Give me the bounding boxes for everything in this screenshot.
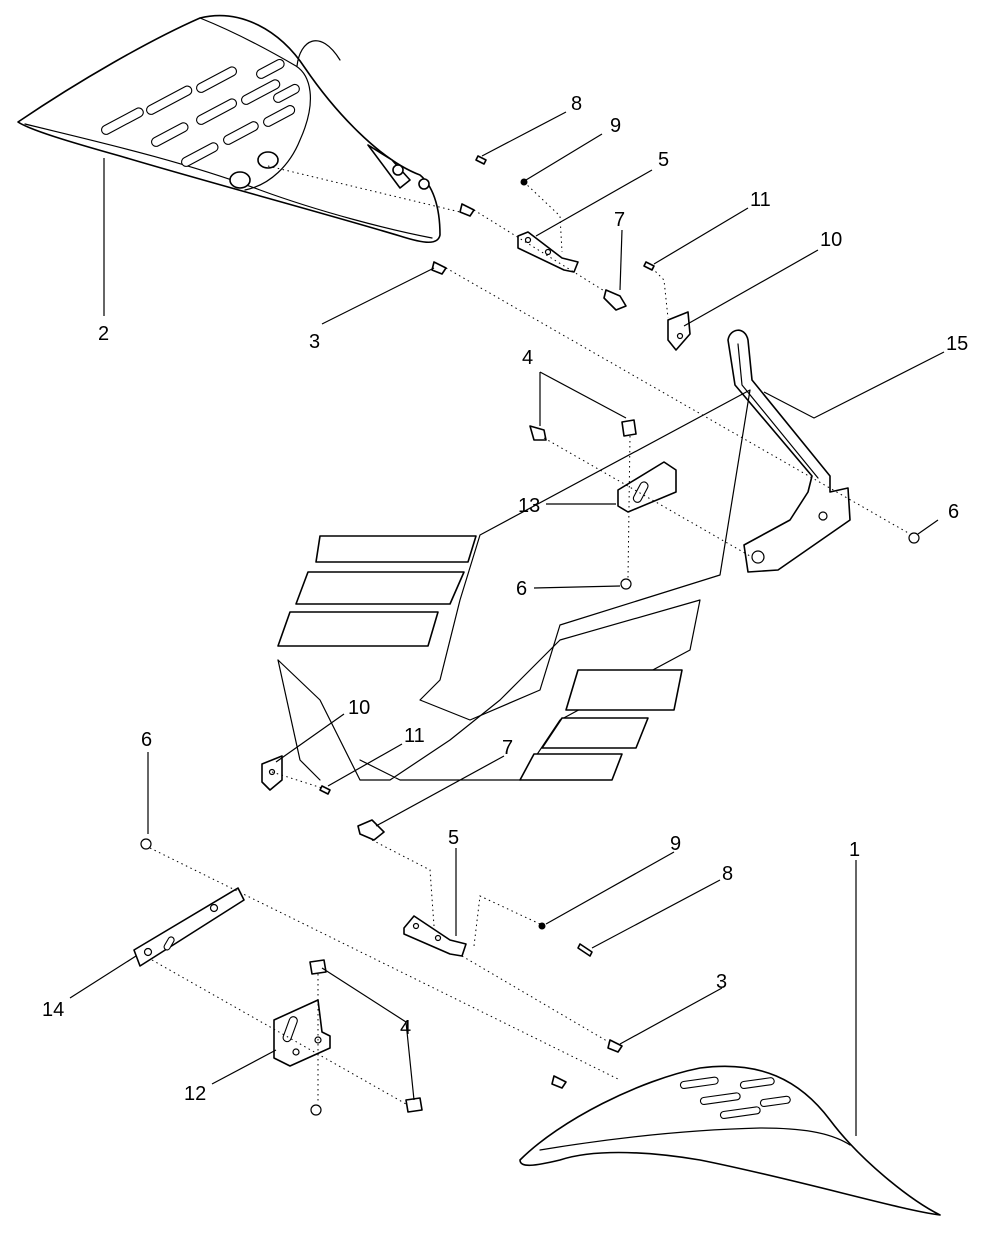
- part-7-lower-pin: [357, 819, 385, 841]
- callout-8-lower: 8: [722, 863, 733, 885]
- part-5-upper-strap: [517, 231, 579, 273]
- callout-4-upper: 4: [522, 347, 533, 369]
- callout-9-upper: 9: [610, 115, 621, 137]
- part-4-bolt-b: [621, 419, 637, 437]
- callout-5-upper: 5: [658, 149, 669, 171]
- part-6-nut-b: [908, 532, 920, 544]
- part-1-lower-shield: [519, 1065, 941, 1216]
- leader-lines: [69, 111, 945, 1136]
- part-10-upper-clip: [667, 311, 691, 351]
- callout-1: 1: [849, 839, 860, 861]
- part-8-lower-screw: [577, 943, 593, 957]
- part-11-upper-screw: [643, 261, 655, 271]
- callout-11-lower: 11: [404, 725, 425, 747]
- callout-2: 2: [98, 323, 109, 345]
- callout-3-lower: 3: [716, 971, 727, 993]
- part-3-bolt-c: [607, 1039, 623, 1053]
- callout-12: 12: [184, 1083, 206, 1105]
- callout-7-upper: 7: [614, 209, 625, 231]
- callout-10-lower: 10: [348, 697, 370, 719]
- frame-outline: [277, 389, 751, 781]
- part-2-upper-shield: [17, 14, 441, 244]
- callout-5-lower: 5: [448, 827, 459, 849]
- callout-10-upper: 10: [820, 229, 842, 251]
- part-5-lower-strap: [403, 915, 467, 957]
- callout-7-lower: 7: [502, 737, 513, 759]
- part-14-flat-bar: [133, 887, 245, 967]
- hardware: [140, 155, 920, 1116]
- callout-4-lower: 4: [400, 1017, 411, 1039]
- callout-13: 13: [518, 495, 540, 517]
- part-4-bolt-a: [529, 425, 547, 441]
- callout-8-upper: 8: [571, 93, 582, 115]
- assembly-lines: [149, 165, 911, 1105]
- part-4-bolt-c: [309, 959, 327, 975]
- part-8-upper-screw: [475, 155, 487, 165]
- part-3-bolt-d: [551, 1075, 567, 1089]
- part-11-lower-screw: [319, 785, 331, 795]
- part-9-lower-washer: [538, 922, 546, 930]
- part-6-nut-a: [620, 578, 632, 590]
- part-4-bolt-d: [405, 1097, 423, 1113]
- callout-6-right: 6: [948, 501, 959, 523]
- callout-9-lower: 9: [670, 833, 681, 855]
- part-15-handle-bracket: [727, 329, 851, 573]
- part-3-bolt-a: [459, 203, 475, 217]
- part-3-bolt-b: [431, 261, 447, 275]
- callout-6-middle: 6: [516, 578, 527, 600]
- part-12-bracket: [273, 999, 331, 1067]
- callout-14: 14: [42, 999, 64, 1021]
- callout-3-upper: 3: [309, 331, 320, 353]
- part-10-lower-clip: [261, 755, 283, 791]
- callouts: 2 3 8 9 5 7 11 10 15 4 13 6 6 10 11 7 6 …: [42, 93, 968, 1105]
- callout-6-left: 6: [141, 729, 152, 751]
- part-6-nut-d: [310, 1104, 322, 1116]
- part-6-nut-c: [140, 838, 152, 850]
- callout-11-upper: 11: [750, 189, 771, 211]
- callout-15: 15: [946, 333, 968, 355]
- part-13-bracket: [617, 461, 677, 513]
- part-7-upper-pin: [603, 289, 627, 311]
